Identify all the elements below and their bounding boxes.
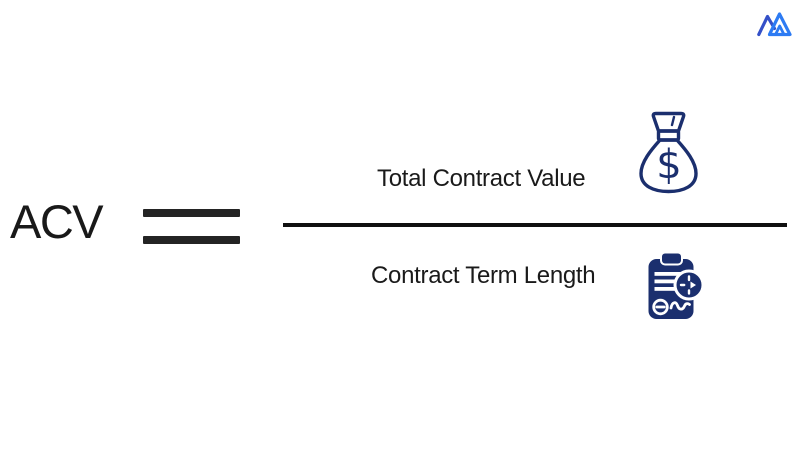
equals-bottom-bar xyxy=(143,236,240,244)
mountain-peaks-logo-icon xyxy=(757,12,792,37)
fraction-divider-line xyxy=(283,223,787,227)
money-bag-icon: $ xyxy=(632,110,706,196)
equals-top-bar xyxy=(143,209,240,217)
acv-result-label: ACV xyxy=(10,195,104,248)
brand-logo xyxy=(757,8,793,37)
denominator-label: Contract Term Length xyxy=(371,262,596,289)
contract-term-clock-icon xyxy=(646,251,705,321)
equals-sign xyxy=(143,209,240,244)
dollar-sign-glyph: $ xyxy=(656,142,681,188)
numerator-label: Total Contract Value xyxy=(377,165,586,192)
